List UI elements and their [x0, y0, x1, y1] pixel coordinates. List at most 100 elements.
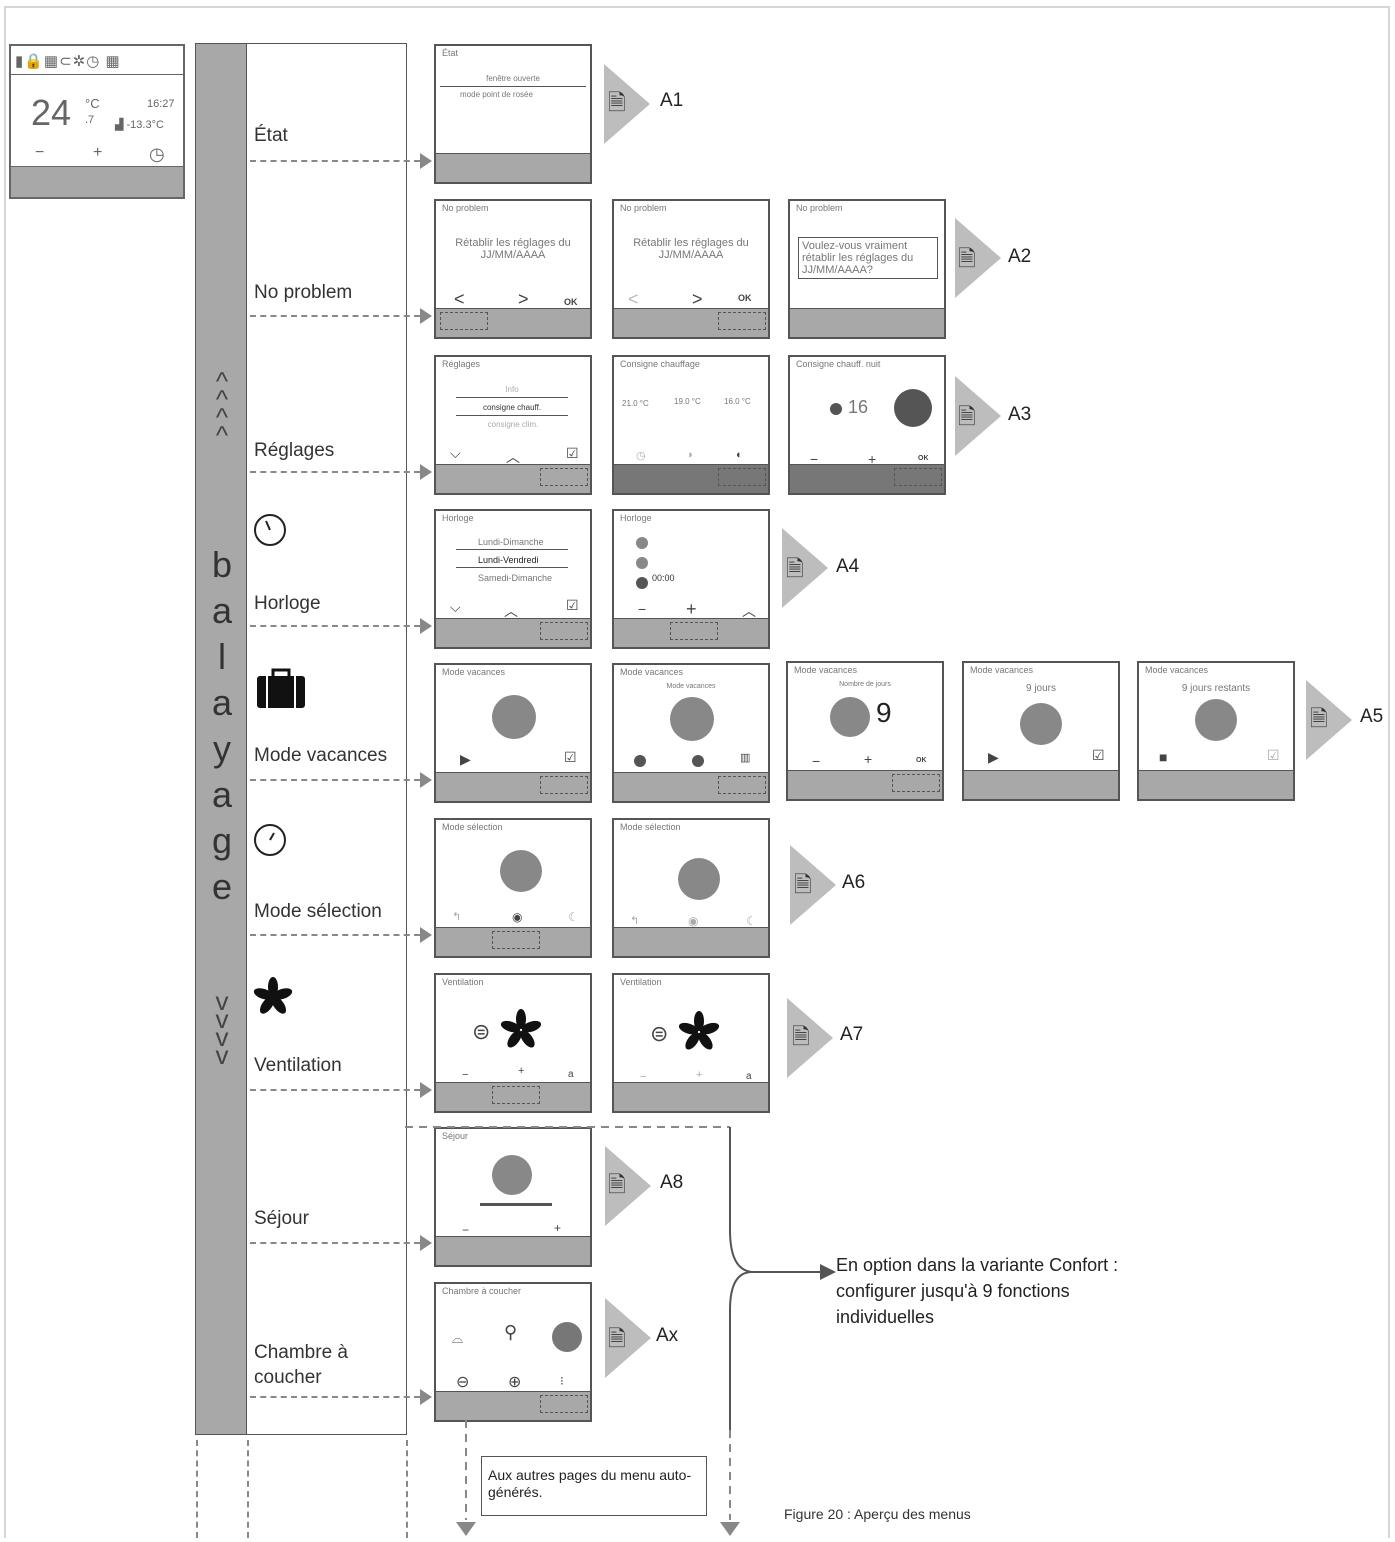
- stop-icon[interactable]: ■: [1159, 749, 1168, 765]
- minus-button[interactable]: −: [462, 1069, 469, 1081]
- night-setpoint: 16: [848, 397, 869, 417]
- menu-link-no-problem: [250, 315, 420, 317]
- document-icon: 🗎: [786, 556, 804, 581]
- document-icon: 🗎: [794, 872, 812, 897]
- moon-icon[interactable]: ◐: [736, 449, 743, 461]
- callout-arrow: [787, 998, 833, 1078]
- radiator-icon: [830, 697, 870, 737]
- moon-icon[interactable]: ☾: [746, 914, 757, 928]
- home-icon[interactable]: ◉: [688, 914, 699, 928]
- play-icon[interactable]: ▶: [988, 749, 999, 765]
- play-icon[interactable]: ▶: [460, 751, 471, 767]
- screen-ventilation-1: Ventilation ⊜ − + a: [434, 973, 592, 1113]
- blind-icon[interactable]: [552, 1322, 582, 1352]
- screen-chambre: Chambre à coucher ⌓ ⚲ ⊖ ⊕ ⁝: [434, 1282, 592, 1422]
- back-small-icon[interactable]: ↰: [630, 915, 640, 927]
- document-icon: 🗎: [792, 1024, 810, 1049]
- menu-label-horloge[interactable]: Horloge: [254, 593, 321, 614]
- home-icon[interactable]: ◉: [512, 910, 523, 924]
- edit-icon[interactable]: ☑: [566, 445, 579, 461]
- callout-arrow: [782, 528, 828, 608]
- menu-link-chambre: [250, 1396, 420, 1398]
- edit-icon[interactable]: ☑: [566, 597, 579, 613]
- callout-a3: A3: [1008, 404, 1032, 425]
- callout-a1: A1: [660, 90, 684, 111]
- menu-link-etat: [250, 160, 420, 162]
- plus-button[interactable]: +: [686, 599, 697, 619]
- clock-time: 16:27: [147, 98, 175, 110]
- moon-icon[interactable]: ☾: [568, 910, 579, 924]
- chevron-up-icon[interactable]: ︿: [504, 603, 518, 619]
- ok-button[interactable]: OK: [564, 297, 578, 307]
- figure-caption: Figure 20 : Aperçu des menus: [784, 1506, 971, 1522]
- radiator-icon: [492, 695, 536, 739]
- callout-a5: A5: [1360, 706, 1384, 727]
- next-button[interactable]: >: [692, 289, 703, 309]
- document-icon: 🗎: [1310, 706, 1328, 731]
- outside-temperature: ▟ -13.3°C: [115, 119, 164, 131]
- half-icon[interactable]: ◑: [686, 449, 693, 461]
- minus-button[interactable]: −: [35, 144, 45, 161]
- prev-button[interactable]: <: [454, 289, 465, 309]
- minus-button[interactable]: −: [812, 753, 821, 769]
- ok-button[interactable]: OK: [738, 293, 752, 303]
- chevron-up-icon[interactable]: ︿: [742, 603, 756, 619]
- screen-vacances-5: Mode vacances 9 jours restants ■ ☑: [1137, 661, 1295, 801]
- menu-label-ventilation[interactable]: Ventilation: [254, 1055, 342, 1076]
- door-icon[interactable]: ⁝: [560, 1374, 564, 1388]
- callout-arrow: [604, 64, 650, 144]
- menu-label-mode-selection[interactable]: Mode sélection: [254, 901, 382, 922]
- chevron-up-icon[interactable]: ︿: [506, 449, 520, 465]
- edit-icon[interactable]: ☑: [1267, 747, 1280, 763]
- menu-column: [247, 43, 407, 1435]
- menu-label-etat[interactable]: État: [254, 125, 288, 146]
- next-button[interactable]: >: [518, 289, 529, 309]
- shutter-icon[interactable]: ⊖: [456, 1374, 470, 1391]
- menu-label-chambre[interactable]: Chambre à coucher: [254, 1342, 348, 1388]
- screen-reglages-2: Consigne chauffage 21.0 °C 19.0 °C 16.0 …: [612, 355, 770, 495]
- screen-etat: État fenêtre ouverte mode point de rosée: [434, 44, 592, 184]
- plus-button[interactable]: +: [518, 1065, 525, 1077]
- back-small-icon[interactable]: ↰: [452, 911, 462, 923]
- ok-button[interactable]: OK: [916, 757, 927, 764]
- menu-label-sejour[interactable]: Séjour: [254, 1208, 309, 1229]
- minus-button[interactable]: −: [810, 451, 819, 467]
- fan-small-icon[interactable]: ⊕: [508, 1374, 522, 1391]
- plus-button[interactable]: +: [696, 1069, 703, 1081]
- ok-button[interactable]: OK: [918, 455, 929, 462]
- lamp-icon[interactable]: ⚲: [504, 1322, 518, 1342]
- clock-icon: [252, 512, 288, 553]
- plus-button[interactable]: +: [868, 451, 877, 467]
- menu-label-no-problem[interactable]: No problem: [254, 282, 353, 303]
- sun-icon[interactable]: ◷: [636, 450, 646, 462]
- chevron-down-icon[interactable]: ⌵: [450, 599, 461, 615]
- arrow-right: [420, 153, 432, 169]
- chevron-down-icon[interactable]: ⌵: [450, 445, 461, 461]
- edit-icon[interactable]: ☑: [1092, 747, 1105, 763]
- mode-dial-icon: [252, 822, 288, 863]
- edit-icon[interactable]: ☑: [564, 749, 577, 765]
- callout-a2: A2: [1008, 246, 1032, 267]
- plus-button[interactable]: +: [554, 1221, 562, 1235]
- callout-arrow: [1306, 680, 1352, 760]
- clock-icon[interactable]: ◷: [149, 144, 165, 164]
- plus-button[interactable]: +: [864, 751, 873, 767]
- minus-button[interactable]: −: [462, 1223, 470, 1237]
- callout-arrow: [955, 376, 1001, 456]
- menu-label-reglages[interactable]: Réglages: [254, 440, 335, 461]
- radiator-small-icon[interactable]: ▥: [740, 752, 751, 764]
- minus-button[interactable]: −: [640, 1071, 647, 1083]
- menu-label-mode-vacances[interactable]: Mode vacances: [254, 745, 388, 766]
- prev-button[interactable]: <: [628, 289, 639, 309]
- auto-button[interactable]: a: [746, 1071, 752, 1082]
- callout-a8: A8: [660, 1172, 684, 1193]
- minus-button[interactable]: −: [638, 601, 647, 617]
- continuation-line: [406, 1440, 408, 1538]
- auto-button[interactable]: a: [568, 1069, 574, 1080]
- ceiling-light-icon[interactable]: ⌓: [452, 1330, 464, 1346]
- plus-button[interactable]: +: [93, 144, 103, 161]
- days-value: 9: [876, 697, 892, 728]
- continuation-line: [247, 1440, 249, 1538]
- callout-ax: Ax: [656, 1325, 679, 1346]
